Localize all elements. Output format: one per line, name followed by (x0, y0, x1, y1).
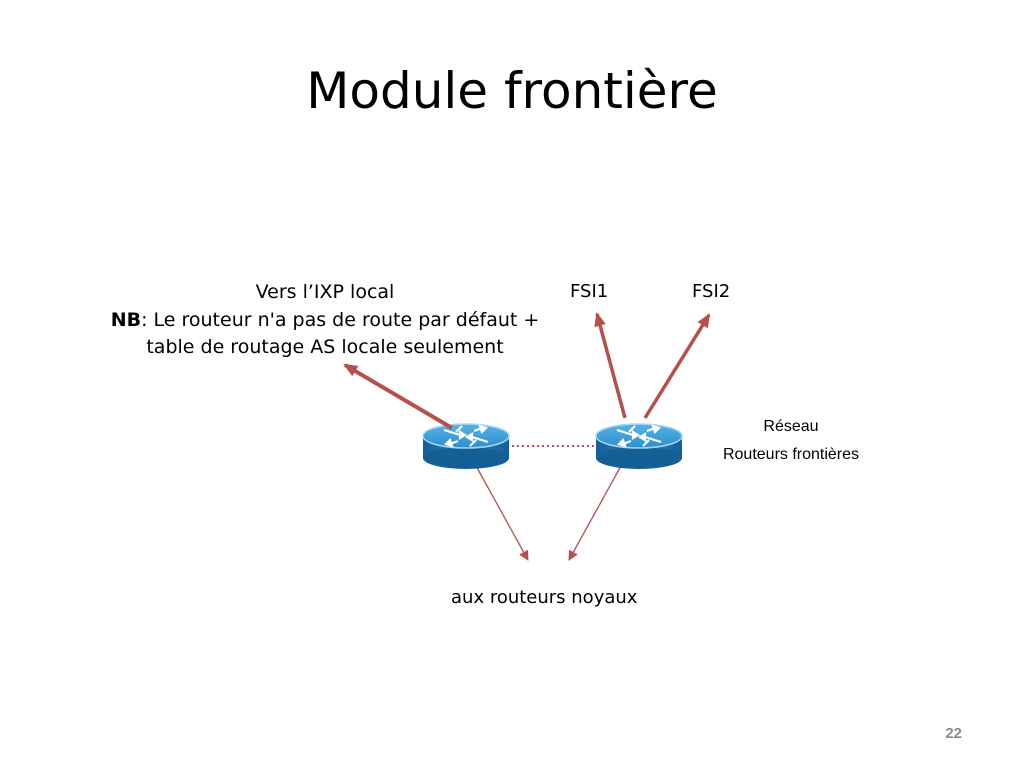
arrow-right-to-core (568, 454, 628, 561)
fsi2-label: FSI2 (692, 281, 731, 302)
nb-text: : Le routeur n'a pas de route par défaut… (141, 308, 540, 331)
nb-line: NB: Le routeur n'a pas de route par défa… (92, 307, 558, 335)
arrow-left-to-core (469, 454, 529, 561)
core-routers-label: aux routeurs noyaux (451, 587, 638, 608)
nb-text-line2: table de routage AS locale seulement (146, 336, 504, 358)
network-label-line2: Routeurs frontières (722, 446, 860, 463)
slide-title: Module frontière (306, 62, 718, 120)
arrow-right-to-fsi2 (643, 313, 711, 419)
router-left-icon (422, 423, 510, 469)
arrow-right-to-fsi1 (594, 312, 627, 419)
slide-number: 22 (945, 725, 962, 742)
ixp-heading: Vers l’IXP local (255, 281, 395, 303)
network-label-line1: Réseau (763, 418, 819, 435)
nb-label: NB (110, 308, 142, 331)
ixp-note: Vers l’IXP local NB: Le routeur n'a pas … (92, 279, 558, 362)
router-right-icon (595, 423, 683, 469)
fsi1-label: FSI1 (570, 281, 609, 302)
arrow-left-to-ixp (343, 363, 454, 430)
